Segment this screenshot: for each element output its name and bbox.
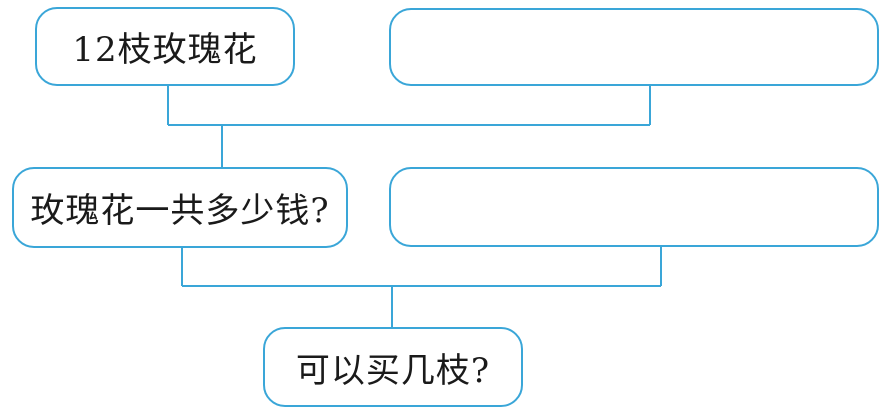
box-final-question: 可以买几枝? <box>263 327 523 407</box>
box-blank-top-right[interactable] <box>389 8 879 86</box>
box-given-roses: 12枝玫瑰花 <box>35 7 295 86</box>
box-blank-mid-right[interactable] <box>389 167 879 247</box>
box-total-cost-question: 玫瑰花一共多少钱? <box>12 167 348 248</box>
